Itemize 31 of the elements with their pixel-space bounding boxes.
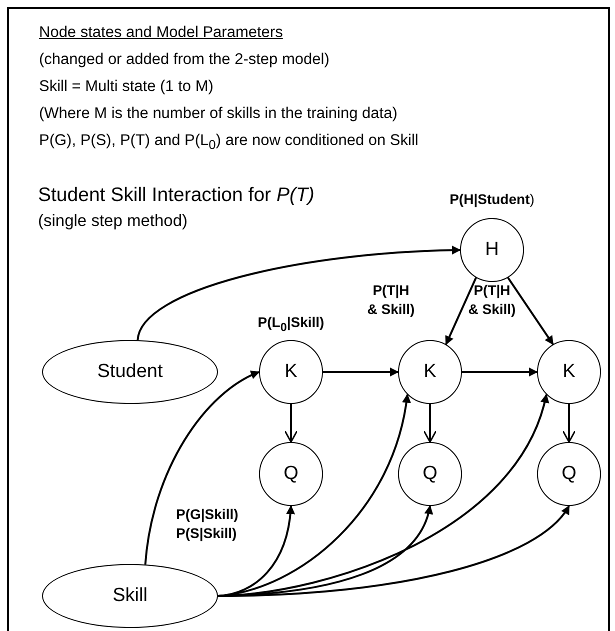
edge-label: P(T|H & Skill)	[468, 281, 516, 319]
arrow	[507, 277, 554, 346]
title: Student Skill Interaction for P(T)	[38, 184, 314, 207]
ellipse-node: Student	[42, 340, 218, 404]
circle-node: Q	[259, 442, 323, 506]
edge-label: P(T|H & Skill)	[367, 281, 415, 319]
arrow	[562, 404, 576, 443]
heading: Node states and Model Parameters	[39, 24, 283, 42]
circle-node: K	[537, 340, 601, 404]
ellipse-node: Skill	[42, 564, 218, 628]
note-text: (changed or added from the 2-step model)	[39, 51, 330, 69]
circle-node: K	[259, 340, 323, 404]
arrow	[423, 404, 437, 443]
parameter-label: P(H|Student)	[450, 191, 534, 207]
circle-node: Q	[398, 442, 462, 506]
circle-node: Q	[537, 442, 601, 506]
arrow	[136, 246, 461, 340]
note-text: P(G), P(S), P(T) and P(L$_{0}$) are now conditioned on Skill	[39, 132, 418, 152]
arrow	[462, 368, 538, 376]
arrow	[323, 368, 399, 376]
subtitle: (single step method)	[38, 212, 188, 231]
parameter-label: P(L$_{0}$|Skill)	[258, 314, 324, 334]
note-text: (Where M is the number of skills in the training data)	[39, 105, 398, 123]
note-text: Skill = Multi state (1 to M)	[39, 78, 214, 96]
arrow	[144, 371, 260, 565]
circle-node: H	[460, 218, 524, 282]
circle-node: K	[398, 340, 462, 404]
arrow	[284, 404, 298, 443]
arrow	[218, 394, 410, 597]
edge-label: P(G|Skill) P(S|Skill)	[176, 505, 238, 543]
arrow	[445, 277, 477, 346]
